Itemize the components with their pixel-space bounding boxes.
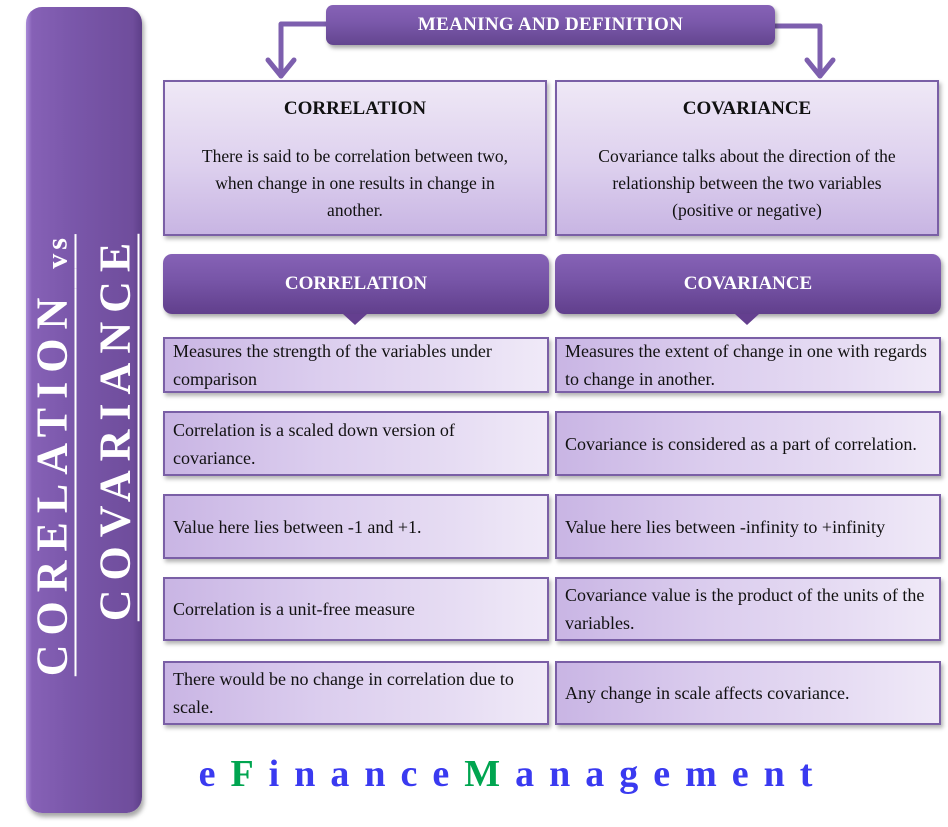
side-title-line2: COVARIANCE	[90, 233, 140, 622]
side-title-vs: vs	[40, 234, 74, 269]
side-title-line1: CORELATION vs	[24, 234, 87, 676]
left-arrow-icon	[265, 21, 331, 79]
header-meaning-definition: MEANING AND DEFINITION	[326, 5, 775, 45]
definition-title: CORRELATION	[283, 98, 427, 119]
row-5-covariance: Any change in scale affects covariance.	[555, 661, 941, 725]
brand-part-green: M	[464, 753, 516, 795]
definition-text: There is said to be correlation between …	[201, 146, 509, 220]
cell-text: Value here lies between -1 and +1.	[173, 516, 422, 537]
row-2-correlation: Correlation is a scaled down version of …	[163, 411, 549, 476]
definition-title: COVARIANCE	[682, 98, 812, 119]
cell-text: Any change in scale affects covariance.	[565, 683, 850, 703]
cell-text: Correlation is a unit-free measure	[173, 599, 415, 619]
row-1-covariance: Measures the extent of change in one wit…	[555, 337, 941, 393]
row-3-correlation: Value here lies between -1 and +1.	[163, 494, 549, 559]
side-title-word-corelation: CORELATION	[27, 288, 77, 677]
side-title: CORELATION vs COVARIANCE	[24, 234, 145, 676]
column-header-covariance: COVARIANCE	[555, 254, 941, 314]
pointer-notch	[735, 314, 759, 325]
brand-part: anagement	[515, 753, 828, 795]
side-title-banner	[26, 7, 142, 813]
cell-text: There would be no change in correlation …	[173, 669, 514, 717]
right-arrow-icon	[770, 23, 836, 79]
cell-text: Covariance value is the product of the u…	[565, 585, 925, 633]
row-2-covariance: Covariance is considered as a part of co…	[555, 411, 941, 476]
brand-part: e	[198, 753, 231, 795]
cell-text: Measures the strength of the variables u…	[173, 341, 492, 389]
definition-box-covariance: COVARIANCE Covariance talks about the di…	[555, 80, 939, 236]
row-1-correlation: Measures the strength of the variables u…	[163, 337, 549, 393]
brand-logo-efinancemanagement: eFinanceManagement	[0, 752, 948, 796]
brand-part-green: F	[230, 753, 269, 795]
cell-text: Covariance is considered as a part of co…	[565, 433, 917, 454]
definition-box-correlation: CORRELATION There is said to be correlat…	[163, 80, 547, 236]
row-5-correlation: There would be no change in correlation …	[163, 661, 549, 725]
connector-arrows	[265, 21, 836, 79]
definition-text: Covariance talks about the direction of …	[598, 146, 896, 220]
row-3-covariance: Value here lies between -infinity to +in…	[555, 494, 941, 559]
cell-text: Value here lies between -infinity to +in…	[565, 516, 886, 537]
brand-part: inance	[268, 753, 465, 795]
row-4-correlation: Correlation is a unit-free measure	[163, 577, 549, 641]
cell-text: Correlation is a scaled down version of …	[173, 419, 455, 468]
cell-text: Measures the extent of change in one wit…	[565, 341, 927, 389]
column-header-correlation: CORRELATION	[163, 254, 549, 314]
pointer-notch	[343, 314, 367, 325]
row-4-covariance: Covariance value is the product of the u…	[555, 577, 941, 641]
